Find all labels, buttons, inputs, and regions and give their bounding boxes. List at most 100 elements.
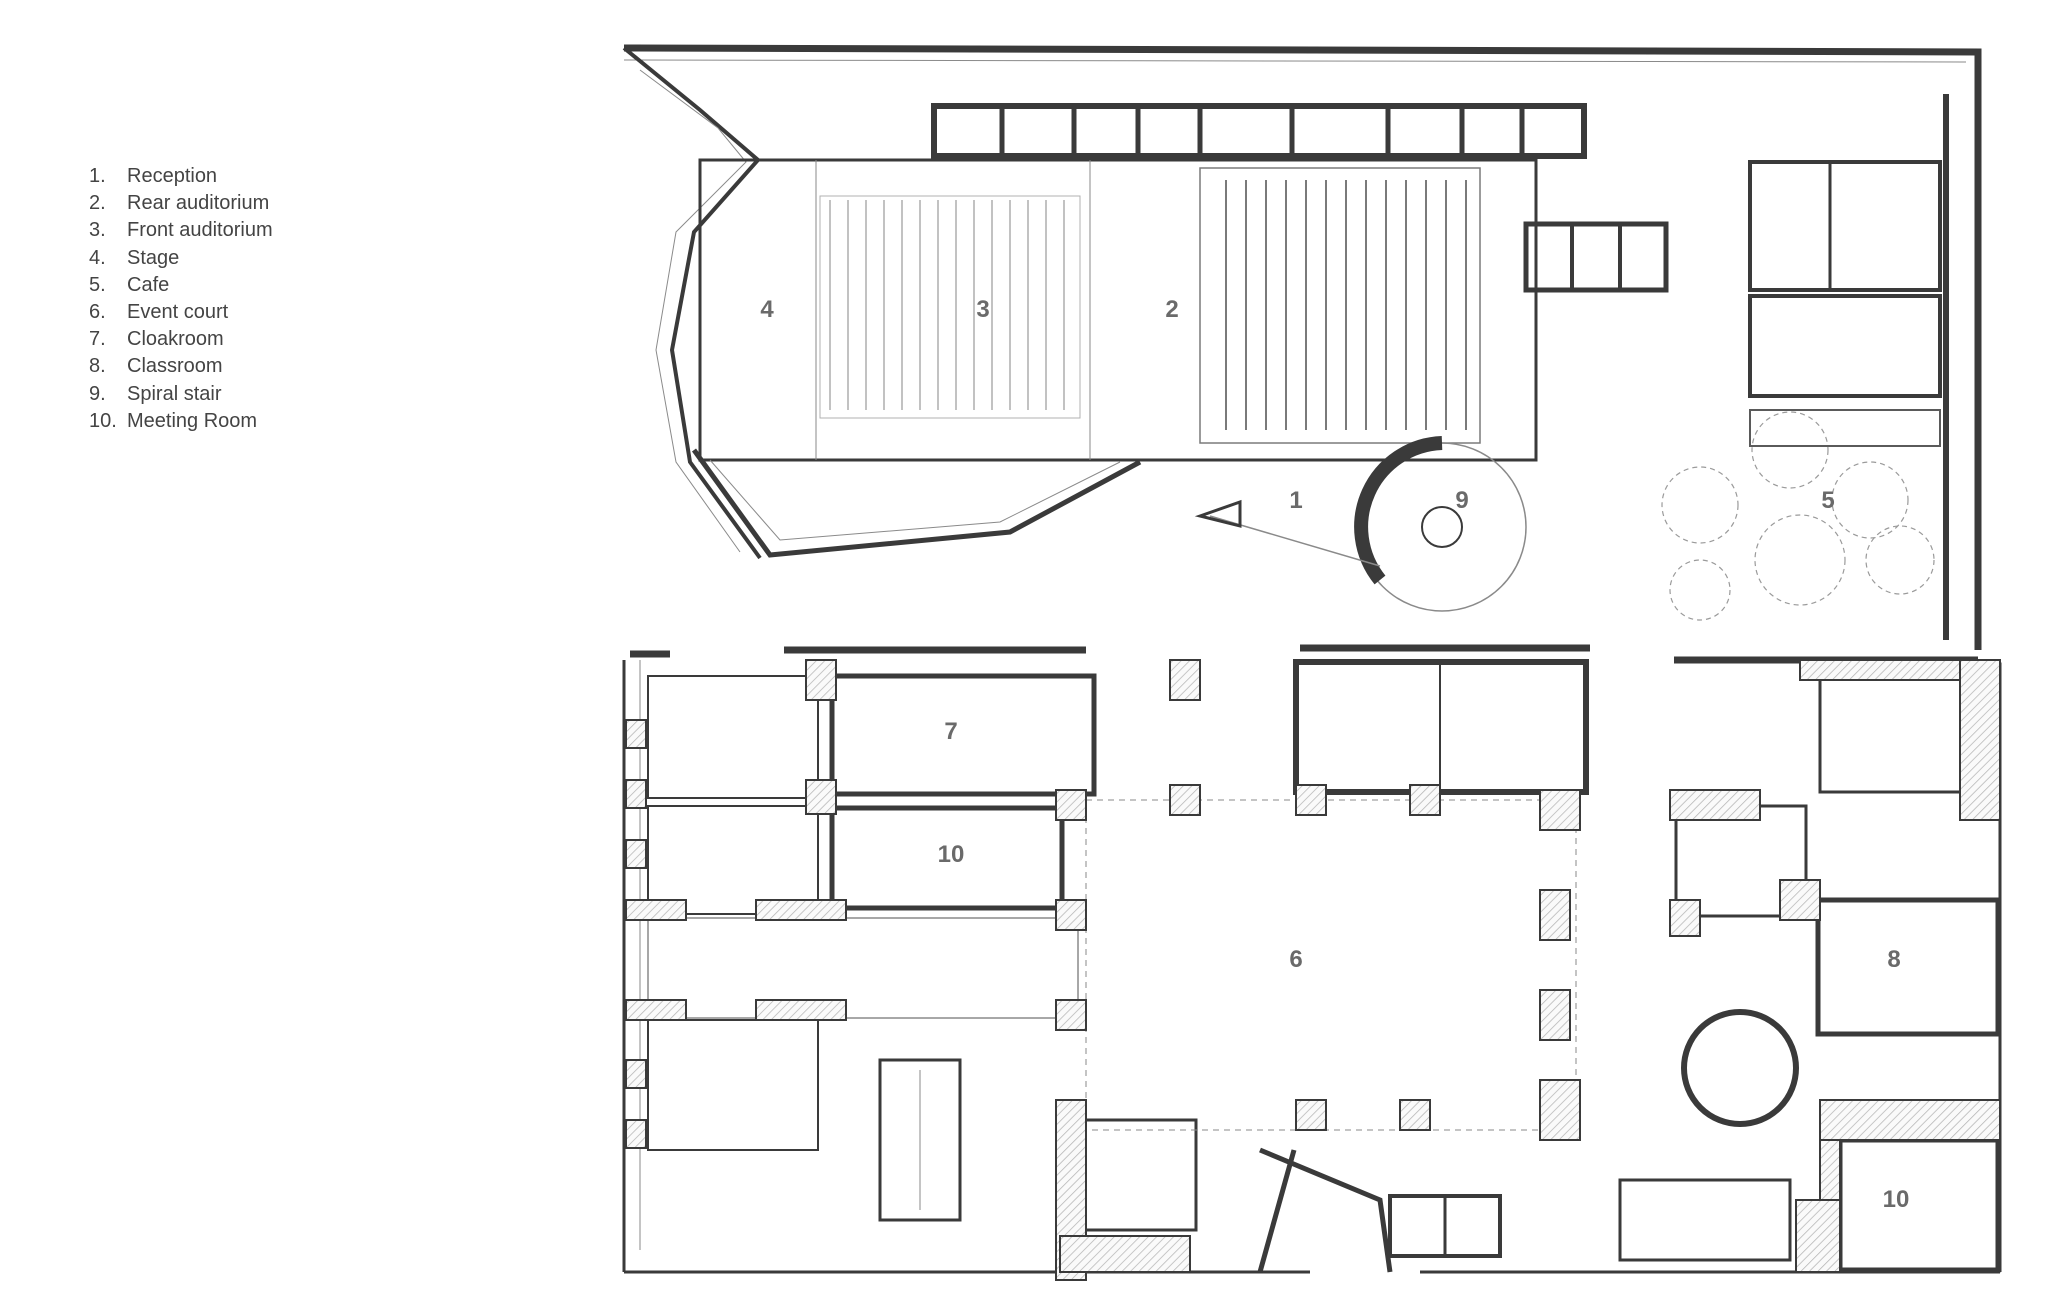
legend-label: Rear auditorium <box>127 192 270 215</box>
auditorium-south-wall-inner <box>709 459 1121 541</box>
wall-pier <box>625 1059 647 1089</box>
legend-item: 8. Classroom <box>89 353 273 380</box>
room-label-meeting-room-west: 10 <box>938 841 965 868</box>
west-room <box>647 1019 819 1151</box>
classroom <box>1815 897 2001 1037</box>
room-labels: 1 2 3 4 5 6 7 8 9 10 10 <box>760 296 1909 1213</box>
room-label-stage: 4 <box>760 296 774 323</box>
north-wing <box>622 44 1982 664</box>
room-label-meeting-room-east: 10 <box>1883 1186 1910 1213</box>
reception-desk <box>1194 499 1242 528</box>
room-label-cafe: 5 <box>1821 487 1834 514</box>
legend-number: 2. <box>89 192 106 215</box>
wall-pier <box>625 1119 647 1149</box>
spiral-stair-treads <box>1354 436 1443 585</box>
legend-number: 6. <box>89 301 106 324</box>
meeting-room-east <box>1837 1137 2001 1273</box>
wall-pier <box>1169 659 1201 701</box>
wall-pier <box>625 839 647 869</box>
legend-label: Cafe <box>127 273 170 296</box>
cafe-counter <box>1749 409 1941 447</box>
wall-pier <box>755 899 847 921</box>
legend-item: 6. Event court <box>89 299 273 326</box>
legend-label: Front auditorium <box>127 219 273 242</box>
cafe-table <box>1754 514 1846 606</box>
legend-number: 7. <box>89 328 106 351</box>
wall-pier <box>1669 899 1701 937</box>
wall-pier <box>1409 784 1441 816</box>
wall-pier <box>1399 1099 1431 1131</box>
cloakroom <box>829 673 1097 797</box>
north-east-toilets <box>1748 160 1942 292</box>
wall-pier <box>1295 1099 1327 1131</box>
south-west-room <box>1074 1118 1198 1232</box>
spiral-stair-core <box>1421 506 1463 548</box>
legend-number: 3. <box>89 219 106 242</box>
legend-item: 1. Reception <box>89 163 273 190</box>
west-room <box>647 805 819 915</box>
west-angled-facade <box>622 46 762 560</box>
cafe-furniture <box>1661 411 1935 621</box>
north-outer-wall <box>623 44 1982 650</box>
legend-number: 9. <box>89 382 106 405</box>
legend-label: Meeting Room <box>127 409 258 432</box>
legend-label: Stage <box>127 246 180 269</box>
wall-pier <box>1539 1079 1581 1141</box>
legend: 1. Reception 2. Rear auditorium 3. Front au… <box>89 163 273 435</box>
west-angled-facade-inner <box>639 69 747 553</box>
south-entry-wall <box>1259 1147 1393 1273</box>
rear-auditorium-seating <box>1225 180 1467 430</box>
cafe-table <box>1661 466 1739 544</box>
legend-number: 1. <box>89 165 106 187</box>
wall-pier <box>625 779 647 809</box>
west-corridor <box>647 917 1079 1019</box>
legend-number: 8. <box>89 355 106 378</box>
east-toilets <box>1818 674 1972 794</box>
cafe-table <box>1865 525 1935 595</box>
cafe-table <box>1831 461 1909 539</box>
wall-piers <box>625 659 2001 1281</box>
legend-label: Reception <box>127 165 218 187</box>
south-entry-wall <box>1257 1149 1297 1273</box>
legend-label: Event court <box>127 301 229 324</box>
legend-item: 5. Cafe <box>89 272 273 299</box>
wall-pier <box>1959 659 2001 821</box>
event-court-outline <box>1085 799 1577 1131</box>
wall-pier <box>1055 789 1087 821</box>
wall-pier <box>1799 659 1971 681</box>
room-label-reception: 1 <box>1289 487 1302 514</box>
meeting-room-west <box>829 805 1065 911</box>
wall-pier <box>755 999 847 1021</box>
rotunda <box>1681 1009 1799 1127</box>
legend-item: 9. Spiral stair <box>89 381 273 408</box>
wall-pier <box>1539 789 1581 831</box>
wall-pier <box>805 659 837 701</box>
wall-pier <box>1539 889 1571 941</box>
wall-pier <box>1169 784 1201 816</box>
south-east-stair <box>1618 1178 1792 1262</box>
room-label-rear-auditorium: 2 <box>1165 296 1178 323</box>
wall-pier <box>805 779 837 815</box>
spiral-stair <box>1194 436 1527 612</box>
room-label-spiral-stair: 9 <box>1455 487 1468 514</box>
legend-item: 10.Meeting Room <box>89 408 273 435</box>
cafe-table <box>1669 559 1731 621</box>
wall-pier <box>1295 784 1327 816</box>
legend-number: 4. <box>89 246 106 269</box>
legend-number: 5. <box>89 273 106 296</box>
legend-label: Cloakroom <box>127 328 224 351</box>
room-label-classroom: 8 <box>1887 946 1900 973</box>
legend-item: 7. Cloakroom <box>89 326 273 353</box>
wall-pier <box>1055 899 1087 931</box>
west-stair <box>878 1058 962 1222</box>
north-service-rooms <box>931 103 1587 159</box>
legend-label: Spiral stair <box>127 382 222 405</box>
wall-pier <box>1539 989 1571 1041</box>
north-inner-wall <box>623 59 1967 63</box>
wall-pier <box>1819 1099 2001 1141</box>
legend-label: Classroom <box>127 355 223 378</box>
auditorium-enclosure <box>698 158 1538 462</box>
wall-pier <box>625 899 687 921</box>
wall-pier <box>625 719 647 749</box>
